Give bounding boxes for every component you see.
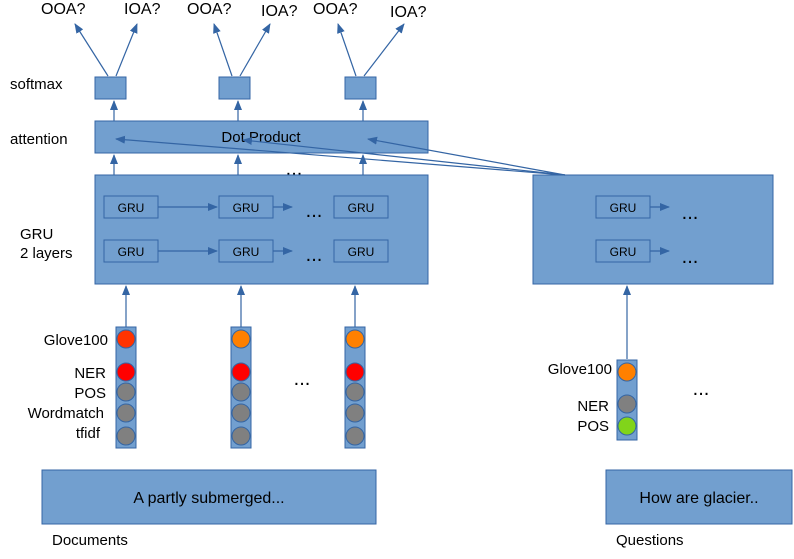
- question-attention-arrows: [115, 135, 566, 176]
- output-arrow: [74, 23, 109, 77]
- glove-feature-dot: [116, 329, 136, 349]
- output-label-ooa-3: OOA?: [313, 1, 358, 18]
- gru-cell: [333, 195, 389, 219]
- feature-label-wordmatch: Wordmatch: [28, 405, 104, 422]
- pos-feature-dot: [345, 382, 365, 402]
- document-input-box: [41, 469, 377, 525]
- output-label-ioa-2: IOA?: [261, 3, 298, 20]
- arrow: [115, 135, 566, 176]
- feature-to-gru-arrows: [122, 285, 631, 359]
- document-feature-column-3: [344, 326, 366, 449]
- layer-label-gru: GRU: [20, 226, 53, 243]
- output-labels: OOA? IOA? OOA? IOA? OOA? IOA?: [41, 1, 427, 21]
- document-gru-top-layer: GRU GRU GRU ...: [103, 195, 389, 222]
- attention-to-softmax-arrows: [110, 100, 367, 121]
- ellipsis-question-gru-bottom: ...: [682, 246, 699, 268]
- tfidf-feature-dot: [345, 426, 365, 446]
- pos-feature-dot: [231, 382, 251, 402]
- gru-cell-label: GRU: [610, 245, 637, 259]
- ellipsis-document-features: ...: [294, 368, 311, 390]
- question-feature-label-pos: POS: [577, 418, 609, 435]
- attention-label: Dot Product: [221, 129, 301, 146]
- output-label-ioa-3: IOA?: [390, 4, 427, 21]
- output-label-ioa-1: IOA?: [124, 1, 161, 18]
- wordmatch-feature-dot: [345, 403, 365, 423]
- questions-caption: Questions: [616, 532, 684, 549]
- glove-feature-dot: [231, 329, 251, 349]
- documents-caption: Documents: [52, 532, 128, 549]
- output-arrow: [239, 23, 271, 77]
- ellipsis-question-gru-top: ...: [682, 202, 699, 224]
- gru-cell-label: GRU: [118, 201, 145, 215]
- tfidf-feature-dot: [231, 426, 251, 446]
- feature-label-pos: POS: [74, 385, 106, 402]
- document-input-text: A partly submerged...: [133, 490, 284, 507]
- output-label-ooa-2: OOA?: [187, 1, 232, 18]
- ner-feature-dot: [231, 362, 251, 382]
- glove-feature-dot: [617, 362, 637, 382]
- question-input-text: How are glacier..: [639, 490, 758, 507]
- output-arrow: [337, 23, 357, 77]
- pos-feature-dot: [617, 416, 637, 436]
- softmax-box: [344, 76, 377, 100]
- gru-cell-label: GRU: [610, 201, 637, 215]
- question-feature-label-glove: Glove100: [548, 361, 612, 378]
- ner-feature-dot: [116, 362, 136, 382]
- document-gru-box: [94, 174, 429, 285]
- ellipsis-gru-bottom: ...: [306, 244, 323, 266]
- document-feature-column-2: [230, 326, 252, 449]
- layer-label-gru-layers: 2 layers: [20, 245, 73, 262]
- wordmatch-feature-dot: [116, 403, 136, 423]
- feature-label-ner: NER: [74, 365, 106, 382]
- gru-cell-label: GRU: [348, 201, 375, 215]
- question-gru-box: [532, 174, 774, 285]
- glove-feature-dot: [345, 329, 365, 349]
- layer-label-softmax: softmax: [10, 76, 63, 93]
- wordmatch-feature-dot: [231, 403, 251, 423]
- ner-feature-dot: [617, 394, 637, 414]
- gru-cell-label: GRU: [233, 245, 260, 259]
- arrow: [367, 136, 566, 176]
- tfidf-feature-dot: [116, 426, 136, 446]
- output-arrow: [363, 23, 405, 77]
- document-feature-labels: Glove100 NER POS Wordmatch tfidf: [28, 332, 108, 442]
- gru-cell-label: GRU: [348, 245, 375, 259]
- ellipsis-question-features: ...: [693, 378, 710, 400]
- feature-label-glove: Glove100: [44, 332, 108, 349]
- question-input-box: [605, 469, 793, 525]
- output-arrows: [74, 23, 405, 77]
- output-arrow: [213, 23, 233, 77]
- pos-feature-dot: [116, 382, 136, 402]
- document-feature-column-1: [115, 326, 137, 449]
- softmax-box: [218, 76, 251, 100]
- output-label-ooa-1: OOA?: [41, 1, 86, 18]
- question-feature-label-ner: NER: [577, 398, 609, 415]
- softmax-box: [94, 76, 127, 100]
- output-arrow: [115, 23, 138, 77]
- gru-cell-label: GRU: [118, 245, 145, 259]
- layer-label-attention: attention: [10, 131, 68, 148]
- softmax-boxes: [94, 76, 377, 100]
- ellipsis-gru-top: ...: [306, 200, 323, 222]
- ner-feature-dot: [345, 362, 365, 382]
- question-feature-column: [616, 359, 638, 441]
- question-gru-cells: GRU ... GRU ...: [595, 195, 699, 268]
- arrow: [242, 136, 566, 176]
- feature-label-tfidf: tfidf: [76, 425, 101, 442]
- gru-to-attention-arrows: [110, 154, 367, 175]
- gru-cell-label: GRU: [233, 201, 260, 215]
- question-feature-labels: Glove100 NER POS: [548, 361, 612, 435]
- gru-cell: [333, 239, 389, 263]
- document-gru-bottom-layer: GRU GRU GRU ...: [103, 239, 389, 266]
